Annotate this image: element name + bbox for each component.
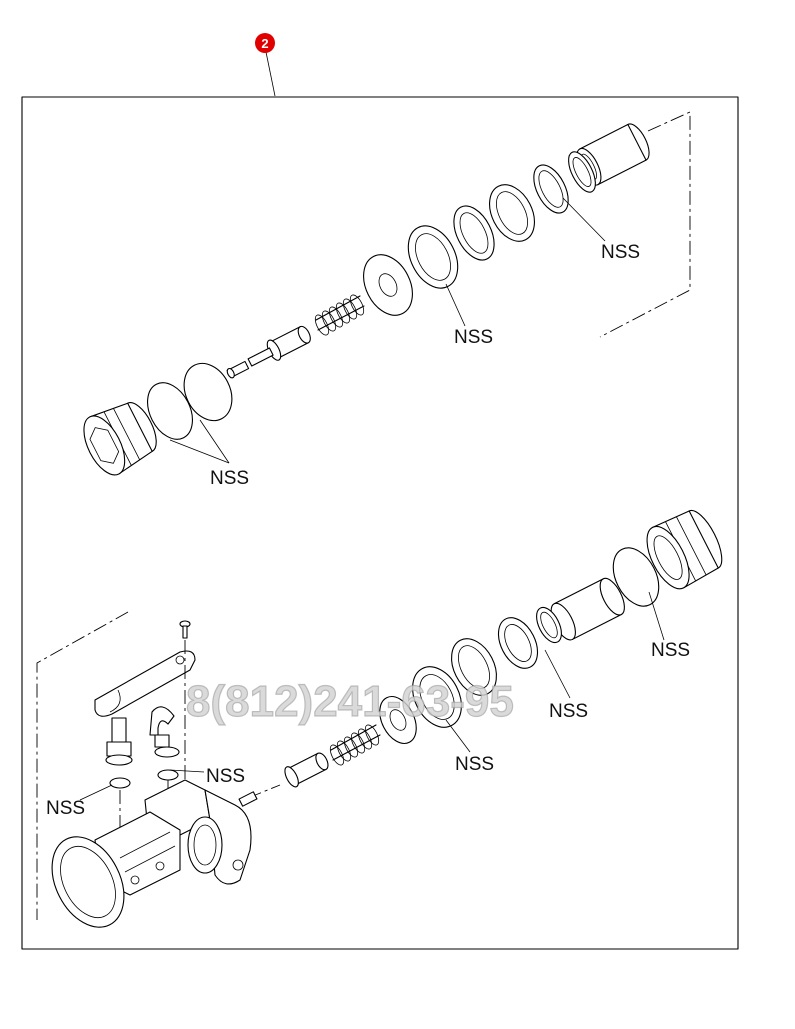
reference-badge <box>255 33 275 53</box>
valve-lower <box>284 752 329 788</box>
piston-seal-lower <box>412 666 462 728</box>
o-ring-upper-2 <box>147 382 193 440</box>
diagram-frame <box>21 96 739 950</box>
lower-assembly <box>36 509 723 928</box>
nss-label: NSS <box>206 766 245 787</box>
nss-label: NSS <box>210 468 249 489</box>
nss-label: NSS <box>455 754 494 775</box>
washer-upper <box>453 205 495 261</box>
reference-number: 2 <box>261 36 268 51</box>
phone-watermark: 8(812)241-63-95 <box>186 677 514 726</box>
nss-label: NSS <box>454 327 493 348</box>
small-ring-lower <box>536 606 562 644</box>
fitting-right <box>149 706 180 805</box>
sleeve-lower <box>550 577 625 641</box>
upper-assembly <box>83 111 691 476</box>
seal-ring-upper-1 <box>533 164 569 214</box>
valve-upper <box>247 325 311 367</box>
spring-lower <box>329 724 381 766</box>
plug-lower <box>646 509 723 590</box>
fitting-left <box>105 717 133 845</box>
spring-upper <box>314 294 365 336</box>
seal-ring-lower-1 <box>497 617 539 669</box>
small-ring-upper <box>568 151 596 193</box>
o-ring-lower-1 <box>612 547 660 607</box>
retainer-lower <box>379 696 417 744</box>
nss-label: NSS <box>601 242 640 263</box>
cup-upper <box>489 184 535 242</box>
cup-lower <box>451 638 497 696</box>
retainer-upper <box>363 254 413 316</box>
valve-body <box>51 779 252 928</box>
pin-lower <box>238 791 258 807</box>
nss-label: NSS <box>549 701 588 722</box>
piston-seal-upper <box>407 225 459 289</box>
nss-labels: NSS NSS NSS NSS NSS NSS NSS NSS <box>46 242 690 819</box>
nss-label: NSS <box>651 640 690 661</box>
nss-label: NSS <box>46 798 85 819</box>
pin-upper <box>226 360 250 379</box>
plug-upper <box>83 402 157 476</box>
bracket-plate <box>94 650 196 717</box>
reference-callout[interactable]: 2 <box>255 33 276 97</box>
